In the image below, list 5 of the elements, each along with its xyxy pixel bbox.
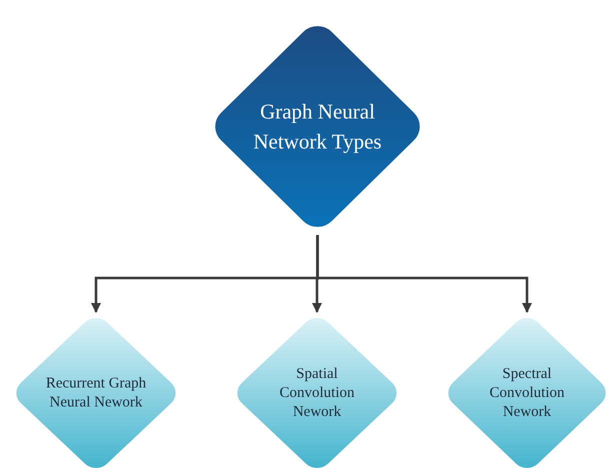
connector-arrow — [316, 235, 532, 313]
node-label: Recurrent Graph Neural Nework — [44, 374, 148, 412]
node-label: Graph Neural Network Types — [252, 98, 383, 156]
node-label: Spatial Convolution Nework — [278, 364, 356, 422]
node-label: Spectral Convolution Nework — [488, 364, 566, 422]
